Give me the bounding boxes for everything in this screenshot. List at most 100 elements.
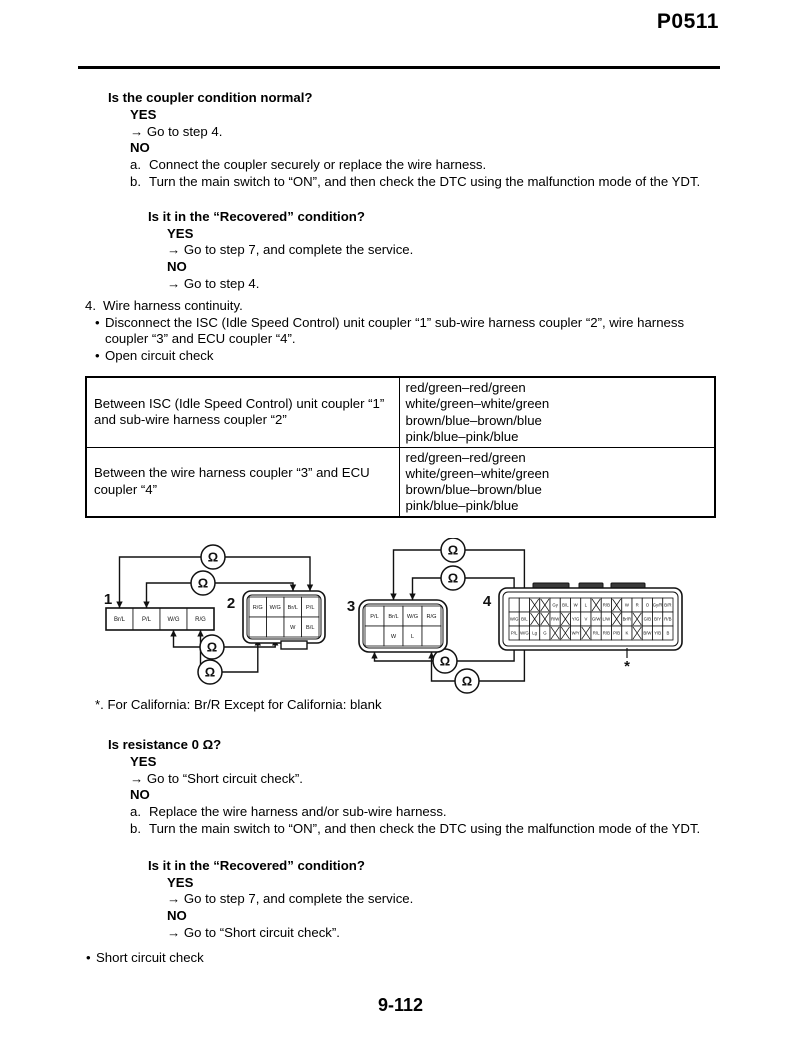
probe-arrow-icon [143,601,150,608]
bullet-line: • Open circuit check [78,348,730,365]
svg-text:Br/L: Br/L [288,605,298,611]
table-row: Between the wire harness coupler “3” and… [85,446,716,518]
svg-text:P/L: P/L [511,631,518,636]
ohmmeter-icon: Ω [200,544,226,570]
yes-action: → Go to “Short circuit check”. [130,770,303,786]
svg-text:W: W [625,603,630,608]
pin-cell [301,616,320,638]
bullet-text: Short circuit check [96,949,204,965]
svg-text:Br/R: Br/R [623,617,632,622]
ohmmeter-icon: Ω [454,668,480,694]
spacer [78,942,730,950]
svg-text:P/L: P/L [306,605,314,611]
svg-text:R/W: R/W [551,617,560,622]
yes-label: YES [167,874,194,890]
pin-cell [508,597,520,613]
measure-location: Between the wire harness coupler “3” and… [85,446,400,518]
yes-action: → Go to step 4. [130,123,223,139]
svg-text:Ω: Ω [440,654,450,669]
bullet-icon: • [86,949,91,965]
step-number: 4. [85,297,96,313]
svg-text:R: R [636,603,639,608]
svg-text:2: 2 [227,595,235,612]
pin-cell [248,616,267,638]
svg-text:V: V [584,617,587,622]
step-letter: a. [130,804,141,820]
resistance-question-section: Is resistance 0 Ω? YES → Go to “Short ci… [78,737,730,967]
svg-text:Ω: Ω [198,576,208,591]
ohmmeter-icon: Ω [440,565,466,591]
no-step: a. Connect the coupler securely or repla… [78,157,730,174]
svg-text:R/G: R/G [427,614,437,620]
ohmmeter-icon: Ω [197,659,223,685]
bullet-line: • Disconnect the ISC (Idle Speed Control… [78,315,730,349]
pin-cell [364,625,385,647]
question-heading: Is it in the “Recovered” condition? [148,857,365,873]
dtc-code: P0511 [656,10,719,33]
step-text: Turn the main switch to “ON”, and then c… [149,820,701,836]
no-step: a. Replace the wire harness and/or sub-w… [78,804,730,821]
svg-text:Ω: Ω [448,571,458,586]
step-text: Connect the coupler securely or replace … [149,157,487,173]
no-action: → Go to “Short circuit check”. [167,924,340,940]
ohmmeter-icon: Ω [440,538,466,563]
probe-arrow-icon [289,584,297,591]
yes-action: → Go to step 7, and complete the service… [167,242,414,258]
svg-text:P/B: P/B [613,631,620,636]
svg-text:W/G: W/G [520,631,529,636]
probe-arrow-icon [197,630,204,637]
wire-color: red/green–red/green [405,449,526,465]
svg-text:R/B: R/B [664,617,671,622]
svg-text:B/Y: B/Y [654,617,661,622]
ohmmeter-icon: Ω [190,570,216,596]
wire-color: brown/blue–brown/blue [405,482,542,498]
svg-text:1: 1 [104,591,112,608]
svg-text:W: W [391,634,397,640]
svg-text:Ω: Ω [462,674,472,689]
spacer [78,838,730,858]
svg-text:K: K [625,631,628,636]
no-step: b. Turn the main switch to “ON”, and the… [78,174,730,191]
coupler-question-section: Is the coupler condition normal? YES → G… [78,90,730,365]
svg-text:4: 4 [483,593,492,610]
bullet-line: • Short circuit check [78,950,730,967]
step-text: Replace the wire harness and/or sub-wire… [149,804,447,820]
svg-text:W/G: W/G [510,617,519,622]
measure-location: Between ISC (Idle Speed Control) unit co… [85,376,400,448]
svg-text:R/B: R/B [603,631,610,636]
california-note: *. For California: Br/R Except for Calif… [95,697,382,712]
no-label: NO [130,787,150,803]
question-heading: Is the coupler condition normal? [108,90,313,105]
yes-label: YES [167,225,194,241]
svg-text:Br/L: Br/L [114,617,126,623]
svg-text:P/L: P/L [370,614,378,620]
no-action: → Go to step 4. [167,275,260,291]
question-heading: Is it in the “Recovered” condition? [148,208,365,224]
svg-text:R/G: R/G [253,605,263,611]
step-letter: b. [130,173,141,189]
wire-colors: red/green–red/green white/green–white/gr… [398,376,716,448]
step-text: Turn the main switch to “ON”, and then c… [149,173,701,189]
probe-arrow-icon [371,652,378,659]
svg-text:L/W: L/W [603,617,612,622]
svg-text:Br/L: Br/L [388,614,398,620]
svg-text:Y/G: Y/G [572,617,580,622]
svg-text:R/L: R/L [593,631,600,636]
probe-arrow-icon [116,601,123,608]
svg-text:R/B: R/B [603,603,610,608]
no-label: NO [130,140,150,156]
svg-text:G/W: G/W [592,617,602,622]
bullet-icon: • [95,348,100,364]
wire-color: pink/blue–pink/blue [405,428,519,444]
no-label: NO [167,908,187,924]
no-step: b. Turn the main switch to “ON”, and the… [78,821,730,838]
svg-text:*: * [624,658,630,675]
bullet-text: Open circuit check [105,348,214,364]
svg-text:G/B: G/B [644,617,652,622]
pin-cell [266,616,285,638]
no-label: NO [167,259,187,275]
